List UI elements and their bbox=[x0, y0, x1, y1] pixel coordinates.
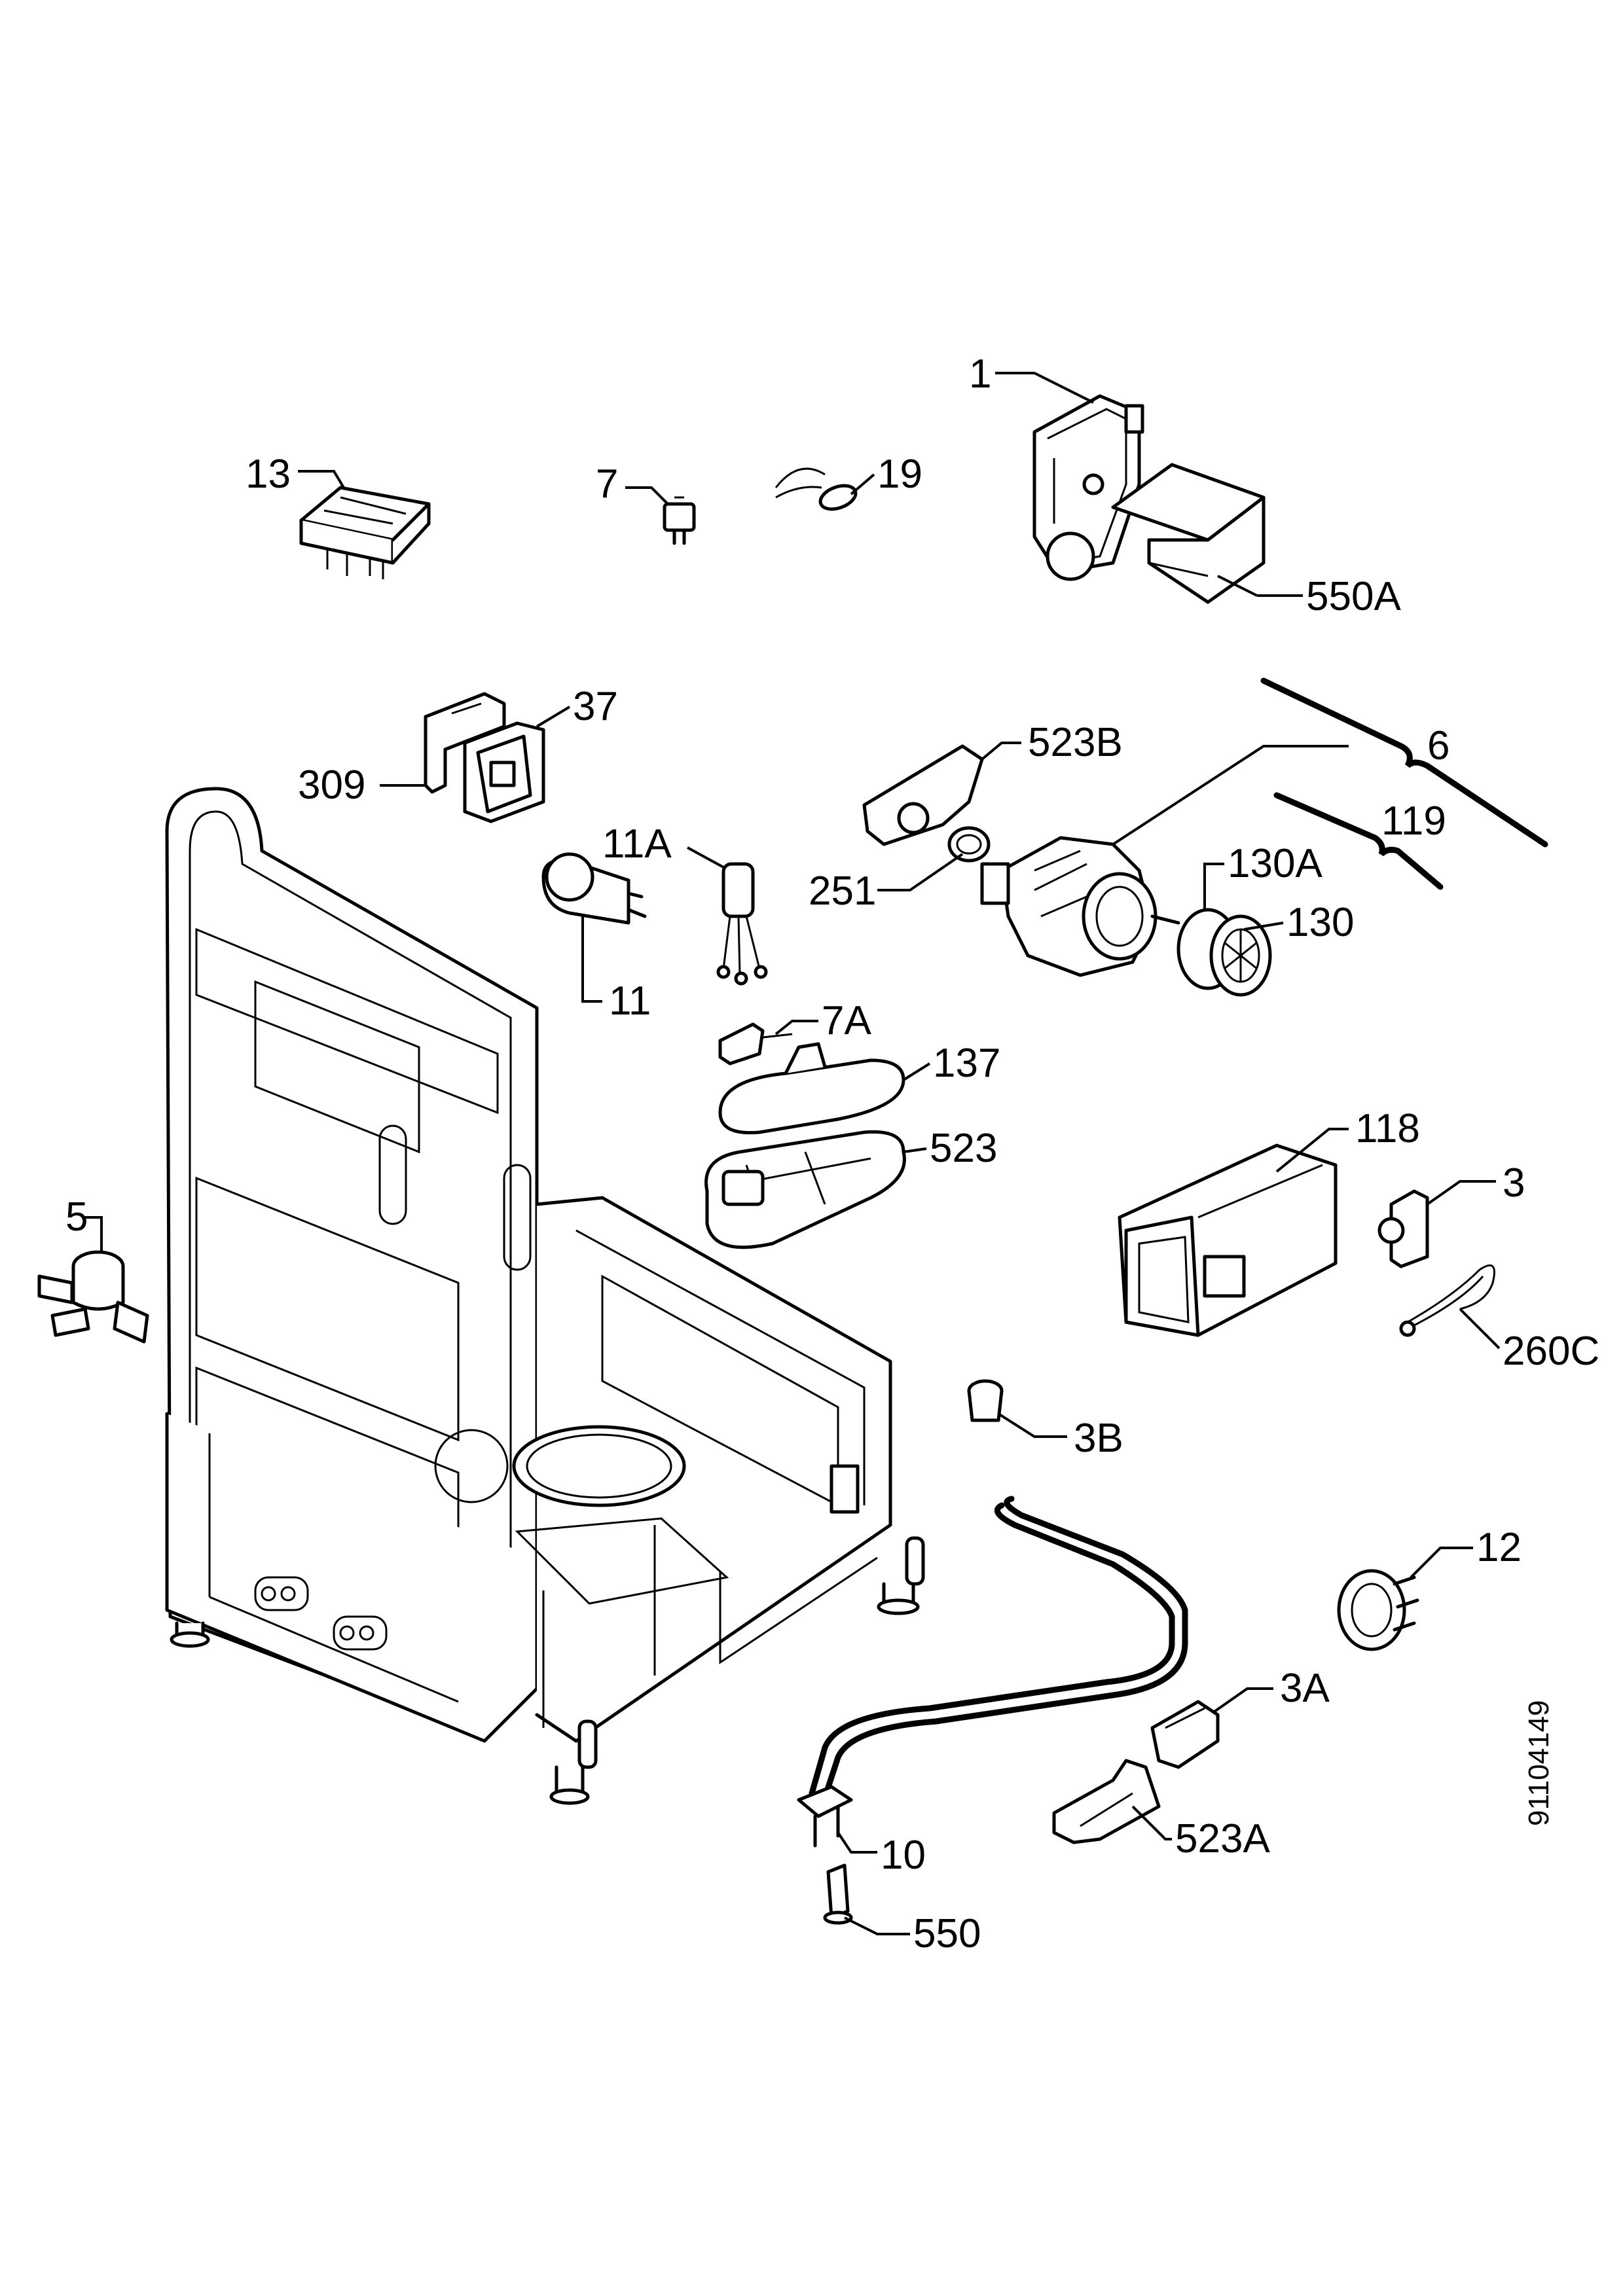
part-7A-sensor bbox=[718, 1022, 793, 1066]
callout-523: 523 bbox=[930, 1126, 997, 1171]
part-130-impeller bbox=[1176, 908, 1272, 997]
part-550-pin bbox=[823, 1863, 853, 1925]
callout-309: 309 bbox=[298, 762, 365, 808]
part-523A-bracket bbox=[1052, 1759, 1161, 1844]
part-11-capacitor bbox=[541, 852, 647, 925]
part-3B-fitting bbox=[967, 1379, 1004, 1422]
callout-523B: 523B bbox=[1028, 720, 1123, 765]
callout-251: 251 bbox=[809, 869, 876, 914]
callout-3B: 3B bbox=[1074, 1416, 1123, 1461]
part-137-cover bbox=[718, 1042, 905, 1135]
part-11A-capacitor bbox=[716, 862, 768, 986]
part-309-bracket bbox=[424, 692, 506, 794]
group-brackets bbox=[1260, 677, 1548, 890]
part-13-terminal-block bbox=[299, 486, 431, 579]
callout-3A: 3A bbox=[1280, 1666, 1330, 1711]
callout-118: 118 bbox=[1355, 1106, 1420, 1151]
callout-130A: 130A bbox=[1228, 841, 1322, 886]
part-260C-wire bbox=[1399, 1264, 1495, 1337]
part-3A-clip bbox=[1150, 1700, 1220, 1769]
part-523B-bracket bbox=[862, 744, 984, 846]
callout-523A: 523A bbox=[1175, 1816, 1270, 1861]
part-1-programmer bbox=[1032, 394, 1144, 581]
callout-19: 19 bbox=[877, 452, 922, 497]
part-118-dispenser bbox=[1118, 1143, 1338, 1337]
part-10-heating-element bbox=[797, 1496, 1188, 1848]
part-37-switch bbox=[463, 721, 545, 823]
callout-10: 10 bbox=[881, 1833, 926, 1878]
callout-119: 119 bbox=[1381, 798, 1446, 844]
cabinet-feet bbox=[170, 1536, 925, 1805]
callout-130: 130 bbox=[1286, 900, 1354, 945]
part-6-motor bbox=[980, 836, 1180, 977]
part-251-cap bbox=[947, 826, 991, 863]
cabinet-frame bbox=[165, 787, 925, 1805]
callout-137: 137 bbox=[933, 1041, 1000, 1086]
leader-lines bbox=[85, 372, 1501, 1935]
callout-5: 5 bbox=[65, 1194, 88, 1240]
callout-labels: 1 3 3A 3B 5 6 7 7A 10 11 11A 12 13 19 37… bbox=[65, 351, 1599, 1956]
callout-11A: 11A bbox=[602, 821, 672, 867]
part-19-component bbox=[775, 467, 858, 511]
part-550A-box bbox=[1111, 463, 1266, 604]
callout-3: 3 bbox=[1503, 1160, 1525, 1206]
callout-550: 550 bbox=[913, 1911, 981, 1956]
part-3-switch bbox=[1377, 1189, 1429, 1268]
part-5-inlet-valve bbox=[37, 1250, 149, 1344]
part-523-sump bbox=[704, 1130, 906, 1249]
drawing-number: 91104149 bbox=[1523, 1700, 1555, 1827]
callout-6: 6 bbox=[1427, 723, 1450, 768]
callout-1: 1 bbox=[969, 351, 991, 397]
callout-37: 37 bbox=[573, 684, 618, 729]
part-12-thermostat bbox=[1337, 1569, 1419, 1651]
callout-13: 13 bbox=[246, 452, 291, 497]
callout-7: 7 bbox=[596, 461, 618, 507]
callout-11: 11 bbox=[609, 978, 651, 1024]
callout-7A: 7A bbox=[822, 998, 871, 1043]
callout-12: 12 bbox=[1476, 1525, 1522, 1570]
part-7-component bbox=[663, 496, 696, 545]
callout-260C: 260C bbox=[1503, 1329, 1599, 1374]
callout-550A: 550A bbox=[1306, 574, 1401, 619]
